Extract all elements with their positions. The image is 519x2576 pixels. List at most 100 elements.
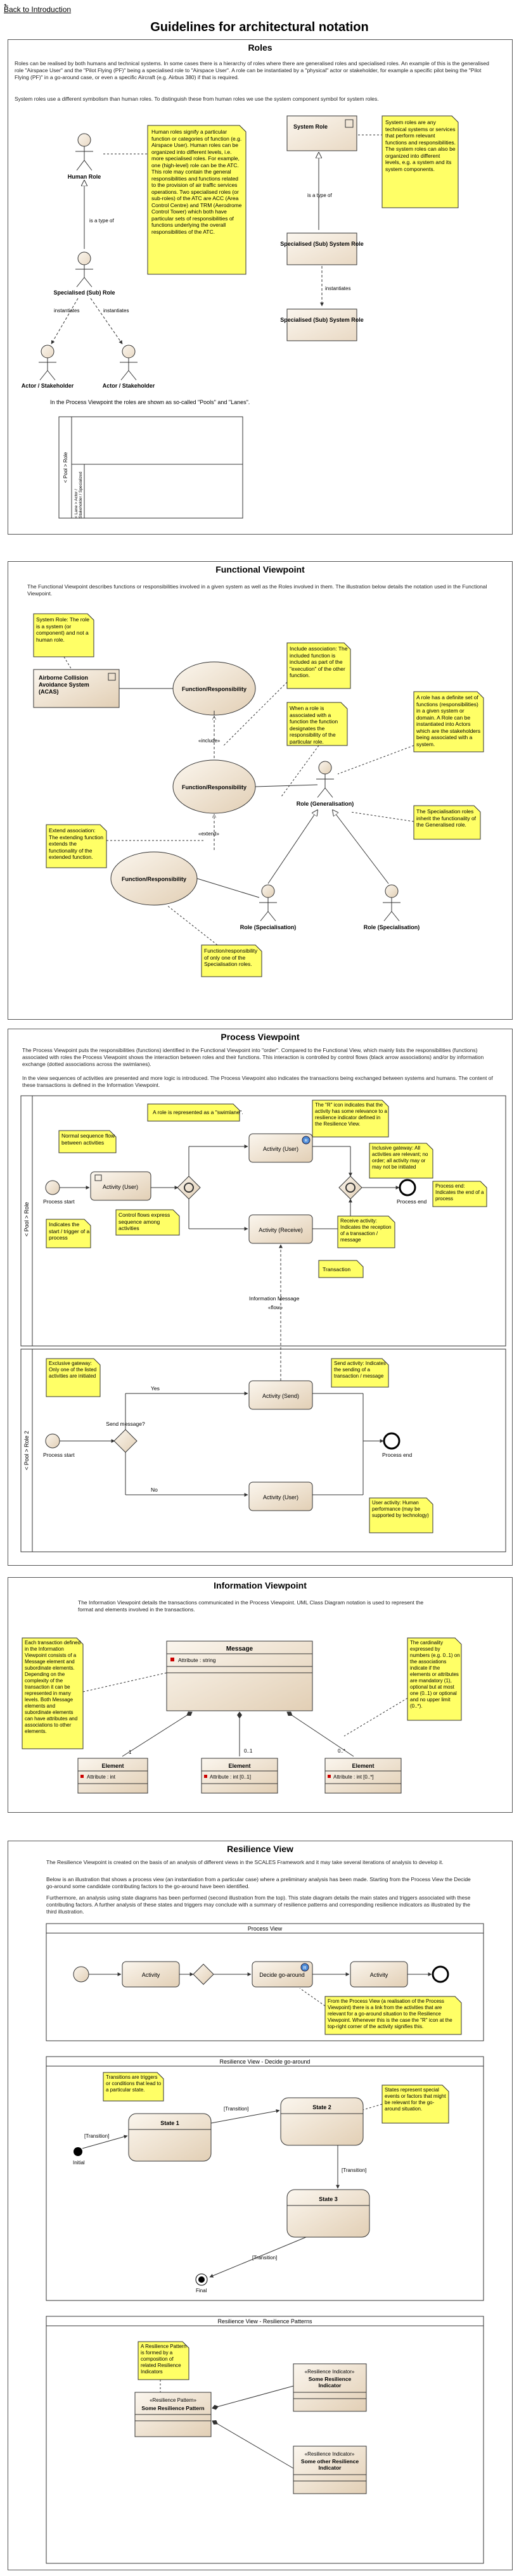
- instantiates-label-3: instantiates: [325, 286, 350, 291]
- component-icon: [345, 119, 354, 128]
- process-start-label-2: Process start: [43, 1452, 75, 1458]
- ri-name-2: Some other Resilience Indicator: [300, 2458, 359, 2471]
- activity-user-3-label: Activity (User): [263, 1494, 298, 1501]
- lane-label: < Lane > Actor / Stakeholder / Specializ…: [74, 471, 83, 518]
- role-note: [413, 691, 484, 752]
- swimlane-note: [147, 1103, 240, 1122]
- page-title: Guidelines for architectural notation: [150, 20, 369, 34]
- system-role-note: [381, 115, 459, 208]
- process-end-label: Process end: [397, 1198, 427, 1205]
- system-role-label: System Role: [293, 124, 328, 130]
- system-role-box: [286, 115, 357, 151]
- seq-flow-note-text: Normal sequence flow between activities: [61, 1133, 115, 1146]
- process-intro-1: The Process Viewpoint puts the responsib…: [22, 1047, 484, 1067]
- resilience-panel: Resilience View The Resilience Viewpoint…: [8, 1841, 513, 2570]
- functional-panel: Functional Viewpoint The Functional View…: [8, 561, 513, 1020]
- activity-user-1: [90, 1171, 151, 1201]
- pv-r-icon: [300, 1963, 309, 1972]
- fr-label-1: Function/Responsibility: [182, 686, 247, 692]
- r-icon-note-text: The "R" icon indicates that the activity…: [315, 1102, 387, 1127]
- pattern-note: [138, 2341, 189, 2380]
- state-1: [128, 2113, 212, 2162]
- pv-activity-2-label: Activity: [370, 1972, 388, 1978]
- human-role-note: [147, 125, 247, 275]
- instantiates-label-2: instantiates: [103, 308, 129, 314]
- initial-label: Initial: [73, 2160, 85, 2166]
- no-label: No: [151, 1487, 158, 1493]
- process-diagram: < Pool > Role A role is represented as a…: [20, 1095, 506, 1552]
- attribute-icon: [170, 1658, 174, 1661]
- transition-label-4: [Transition]: [252, 2255, 277, 2261]
- extend-label: «extend»: [198, 831, 219, 837]
- role-generalisation-actor: [316, 761, 334, 798]
- process-title: Process Viewpoint: [221, 1032, 300, 1042]
- activity-user-2: [248, 1133, 313, 1163]
- resilience-intro-1: The Resilience Viewpoint is created on t…: [46, 1859, 444, 1865]
- process-start-event: [45, 1180, 60, 1195]
- r-icon: [302, 1136, 311, 1145]
- transitions-note: [103, 2072, 164, 2102]
- sd-frame-title: Resilience View - Decide go-around: [220, 2059, 311, 2065]
- activity-send: [248, 1380, 313, 1410]
- state-2-label: State 2: [312, 2104, 331, 2110]
- receive-note-text: Receive activity: Indicates the receptio…: [340, 1218, 392, 1243]
- specialised-role-label: Specialised (Sub) Role: [53, 289, 115, 296]
- state-2: [280, 2097, 364, 2146]
- control-flow-note: [115, 1209, 180, 1236]
- info-message-label: Information Message: [249, 1295, 300, 1302]
- element-class-2-label: Element: [228, 1763, 250, 1769]
- pv-gateway: [193, 1964, 214, 1985]
- actor-stakeholder-1-label: Actor / Stakeholder: [22, 383, 74, 389]
- resilience-indicator-2: [293, 2446, 367, 2494]
- information-title: Information Viewpoint: [214, 1580, 307, 1590]
- user-activity-note-text: User activity: Human performance (may be…: [372, 1500, 429, 1518]
- process-end-event-2: [383, 1432, 400, 1450]
- cardinality-note: [407, 1637, 462, 1721]
- control-flow-note-text: Control flows express sequence among act…: [119, 1212, 170, 1231]
- rp-frame: [46, 2316, 484, 2564]
- flow-tag-label: «flow»: [268, 1305, 283, 1310]
- instantiates-label-1: instantiates: [54, 308, 79, 314]
- state-3-label: State 3: [319, 2196, 338, 2202]
- human-role-actor: [75, 133, 93, 171]
- roles-panel: Roles Roles can be realised by both huma…: [8, 39, 513, 535]
- include-note-text: Include association: The included functi…: [290, 645, 348, 678]
- acas-label: Airborne Collision Avoidance System (ACA…: [39, 675, 89, 695]
- information-diagram: Each transaction defined in the Informat…: [22, 1637, 462, 1794]
- role-generalisation-label: Role (Generalisation): [297, 801, 354, 807]
- process-start-label: Process start: [43, 1198, 75, 1205]
- include-note: [286, 642, 351, 689]
- roles-diagram: Human Role is a type of Specialised (Sub…: [22, 115, 459, 519]
- user-icon: [94, 1174, 102, 1181]
- initial-state: [74, 2147, 82, 2156]
- activity-user-1-label: Activity (User): [103, 1184, 138, 1190]
- r-icon-note: [312, 1100, 389, 1138]
- association-note-text: When a role is associated with a functio…: [290, 705, 338, 744]
- fr-spec-note: [201, 944, 262, 977]
- start-note-text: Indicates the start / trigger of a proce…: [49, 1221, 90, 1241]
- states-note: [381, 2084, 449, 2124]
- is-a-type-of-label: is a type of: [89, 218, 114, 224]
- fr-label-3: Function/Responsibility: [122, 876, 186, 882]
- pool-1-label: < Pool > Role: [23, 1202, 30, 1237]
- is-a-type-of-label-2: is a type of: [307, 193, 332, 198]
- element-class-3-label: Element: [352, 1763, 374, 1769]
- specialisation-note-text: The Specialisation roles inherit the fun…: [416, 808, 477, 828]
- receive-note: [337, 1215, 395, 1248]
- component-icon-2: [108, 673, 116, 681]
- pool-box: [58, 416, 243, 519]
- activity-send-label: Activity (Send): [262, 1393, 299, 1399]
- message-class-label: Message: [226, 1646, 253, 1653]
- specialised-system-role-label-2: Specialised (Sub) System Role: [280, 317, 364, 323]
- functional-diagram: System Role: The role is a system (or co…: [33, 613, 484, 977]
- multiplicity-2: 0..1: [244, 1748, 253, 1754]
- back-to-introduction-link[interactable]: Back to Introduction: [4, 5, 72, 14]
- cardinality-note-text: The cardinality expressed by numbers (e.…: [410, 1640, 460, 1709]
- back-arrow-icon: ⬑: [4, 3, 9, 9]
- pv-note-text: From the Process View (a realisation of …: [328, 1998, 452, 2029]
- rp-frame-title: Resilience View - Resilience Patterns: [218, 2318, 312, 2325]
- swimlane-note-text: A role is represented as a "swimlane".: [153, 1109, 243, 1115]
- fr-spec-note-text: Function/responsibility of only one of t…: [204, 948, 258, 967]
- role-specialisation-actor-2: [383, 884, 400, 922]
- include-label: «include»: [198, 738, 221, 744]
